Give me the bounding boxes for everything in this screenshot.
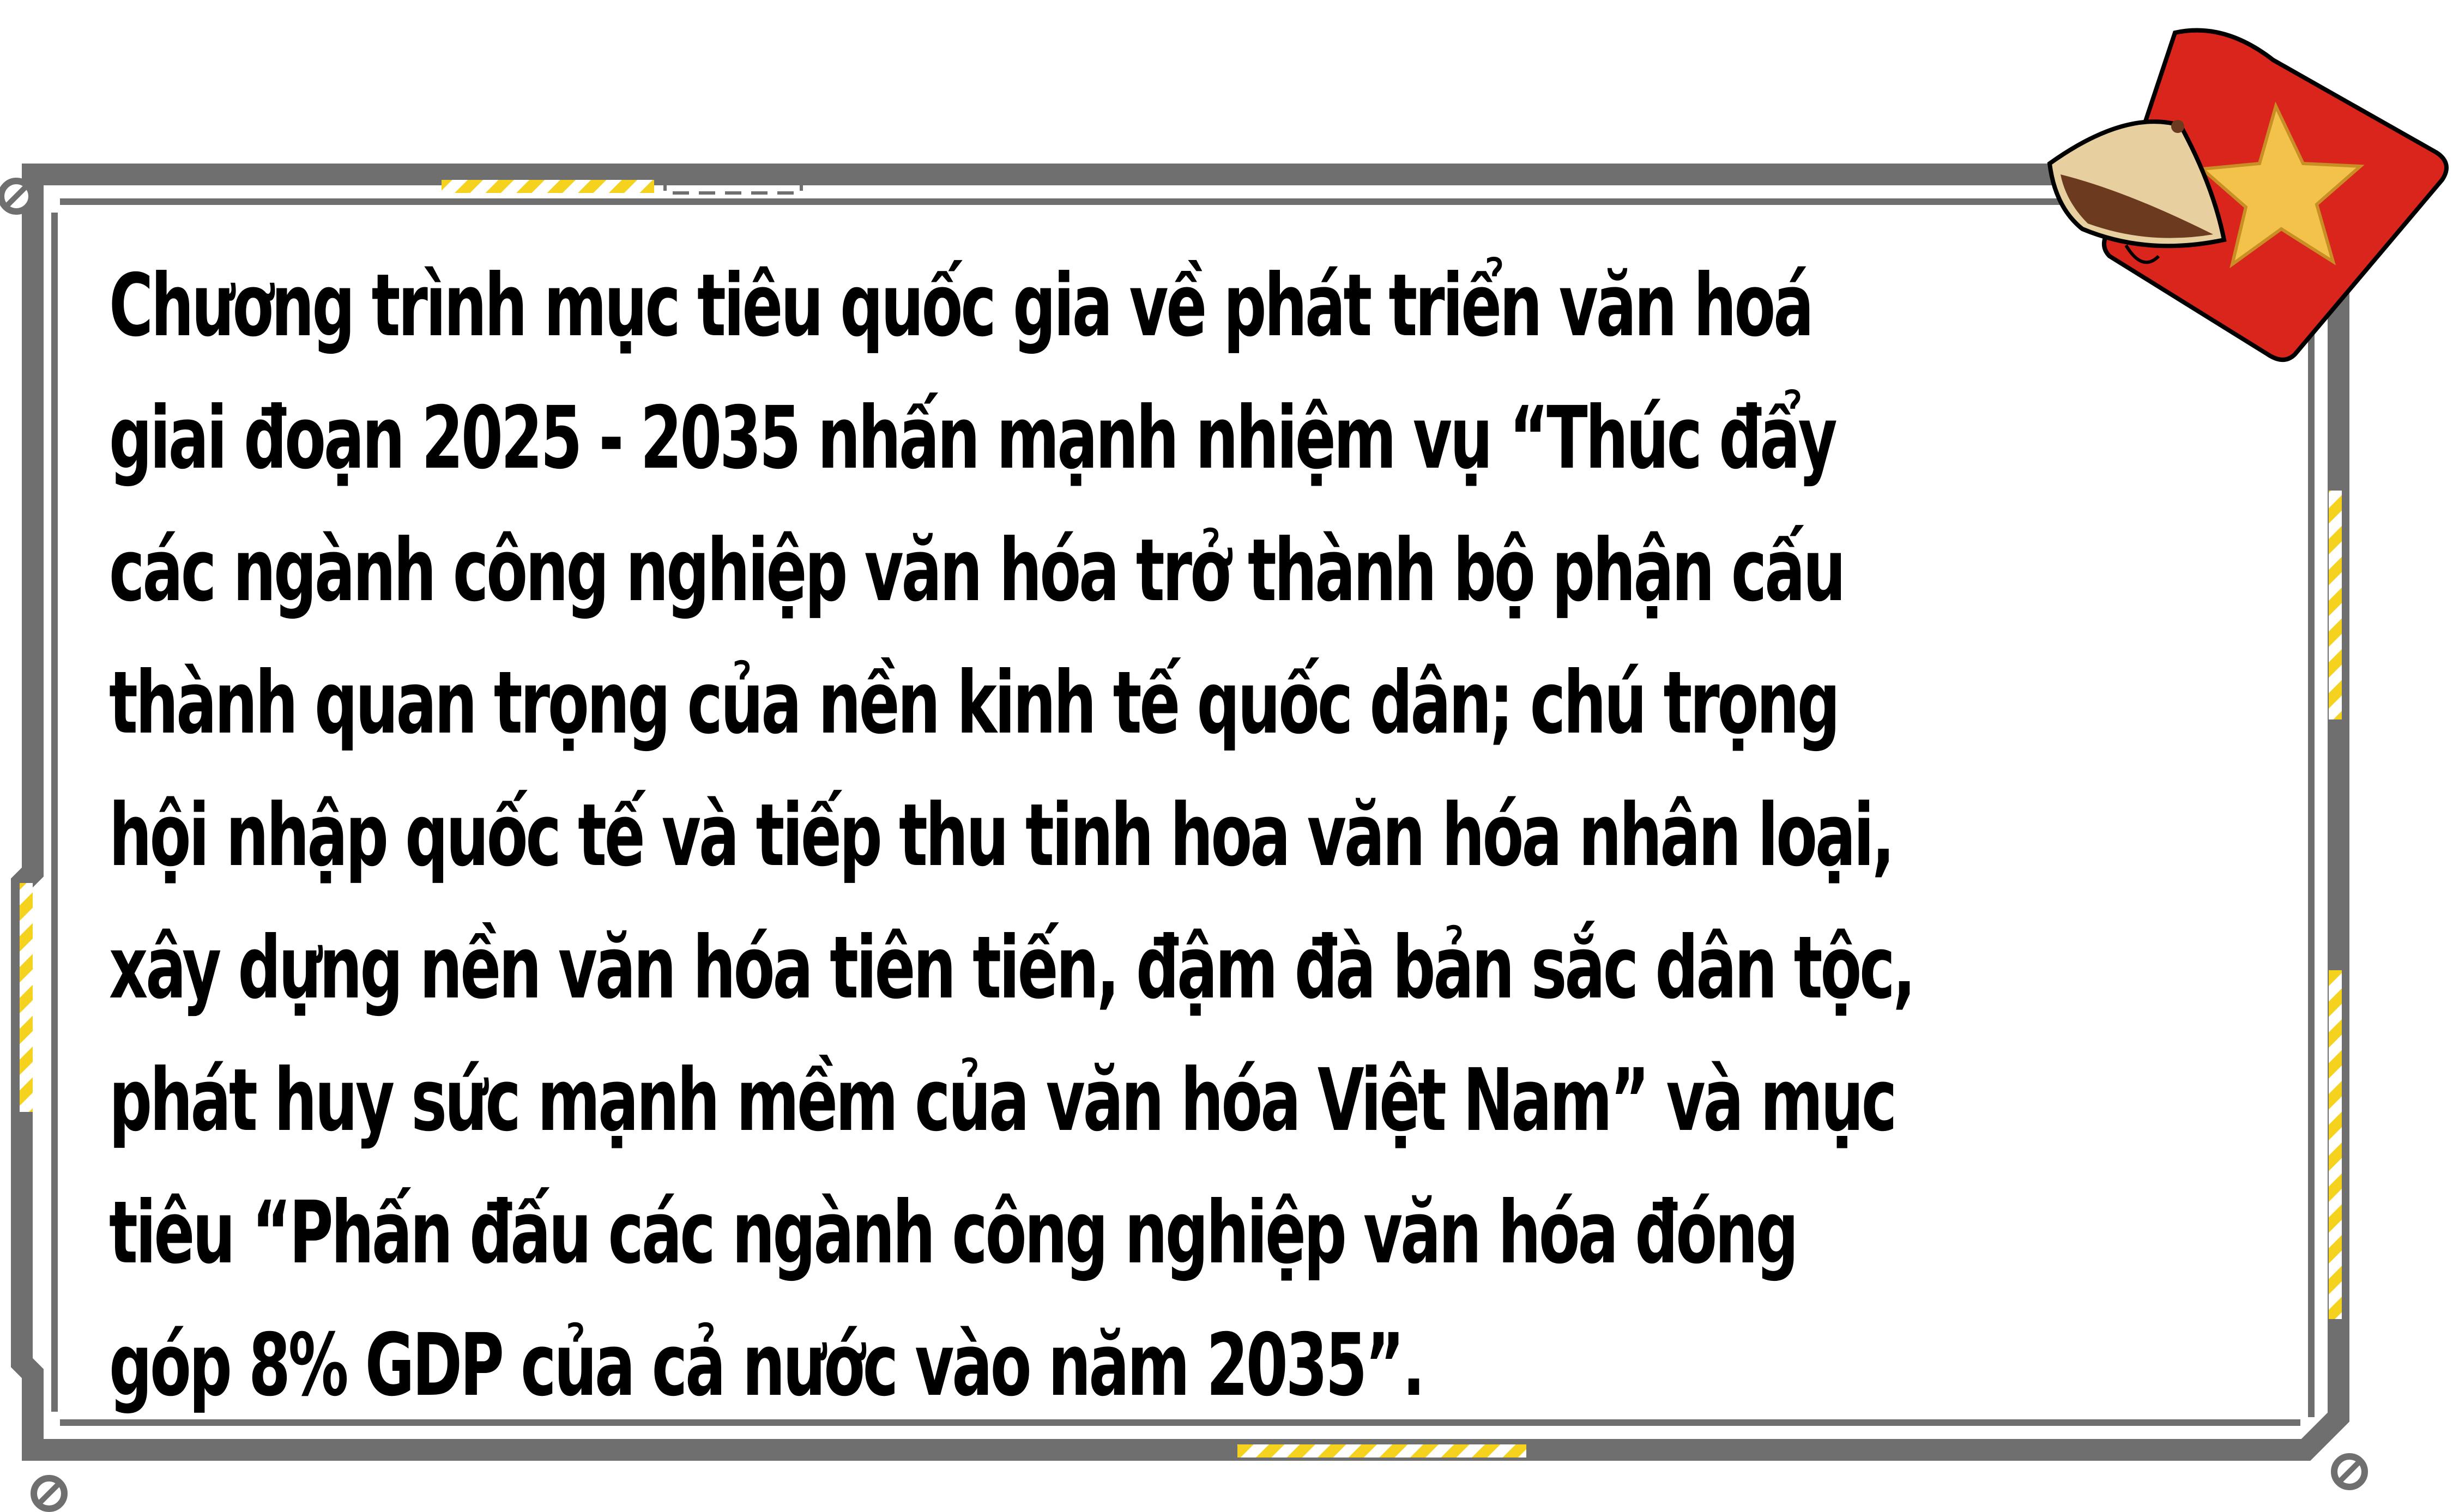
hazard-stripe-left bbox=[20, 883, 33, 1112]
hazard-stripe-right-low bbox=[2329, 970, 2342, 1319]
hazard-stripe-bottom-dashes bbox=[1170, 1443, 1234, 1459]
hazard-stripe-top bbox=[442, 180, 654, 193]
screw-head-icon bbox=[0, 178, 35, 215]
quote-line: Chương trình mục tiêu quốc gia về phát t… bbox=[109, 256, 1814, 356]
quote-line: góp 8% GDP của cả nước vào năm 2035”. bbox=[109, 1315, 1425, 1416]
quote-line: hội nhập quốc tế và tiếp thu tinh hoa vă… bbox=[109, 785, 1895, 886]
quote-line: tiêu “Phấn đấu các ngành công nghiệp văn… bbox=[109, 1183, 1799, 1283]
hazard-stripe-right bbox=[2329, 491, 2342, 719]
quote-line: giai đoạn 2025 - 2035 nhấn mạnh nhiệm vụ… bbox=[109, 388, 1838, 488]
screw-head-icon bbox=[2331, 1453, 2368, 1490]
screw-head-icon bbox=[31, 1475, 68, 1512]
quote-line: thành quan trọng của nền kinh tế quốc dâ… bbox=[109, 653, 1840, 753]
quote-line: các ngành công nghiệp văn hóa trở thành … bbox=[109, 521, 1846, 621]
hat-tip-icon bbox=[2171, 120, 2184, 133]
vietnam-flag-and-conical-hat-icon bbox=[2047, 28, 2449, 362]
hazard-stripe-top-dashes bbox=[663, 178, 803, 195]
quote-text-block: Chương trình mục tiêu quốc gia về phát t… bbox=[109, 240, 2262, 1423]
hat-inner-icon bbox=[2061, 174, 2213, 238]
star-icon bbox=[2198, 101, 2365, 269]
quote-line: xây dựng nền văn hóa tiên tiến, đậm đà b… bbox=[109, 918, 1916, 1018]
hat-string-icon bbox=[2124, 244, 2160, 264]
hazard-stripe-bottom bbox=[1237, 1444, 1526, 1457]
quote-line: phát huy sức mạnh mềm của văn hóa Việt N… bbox=[109, 1050, 1897, 1151]
